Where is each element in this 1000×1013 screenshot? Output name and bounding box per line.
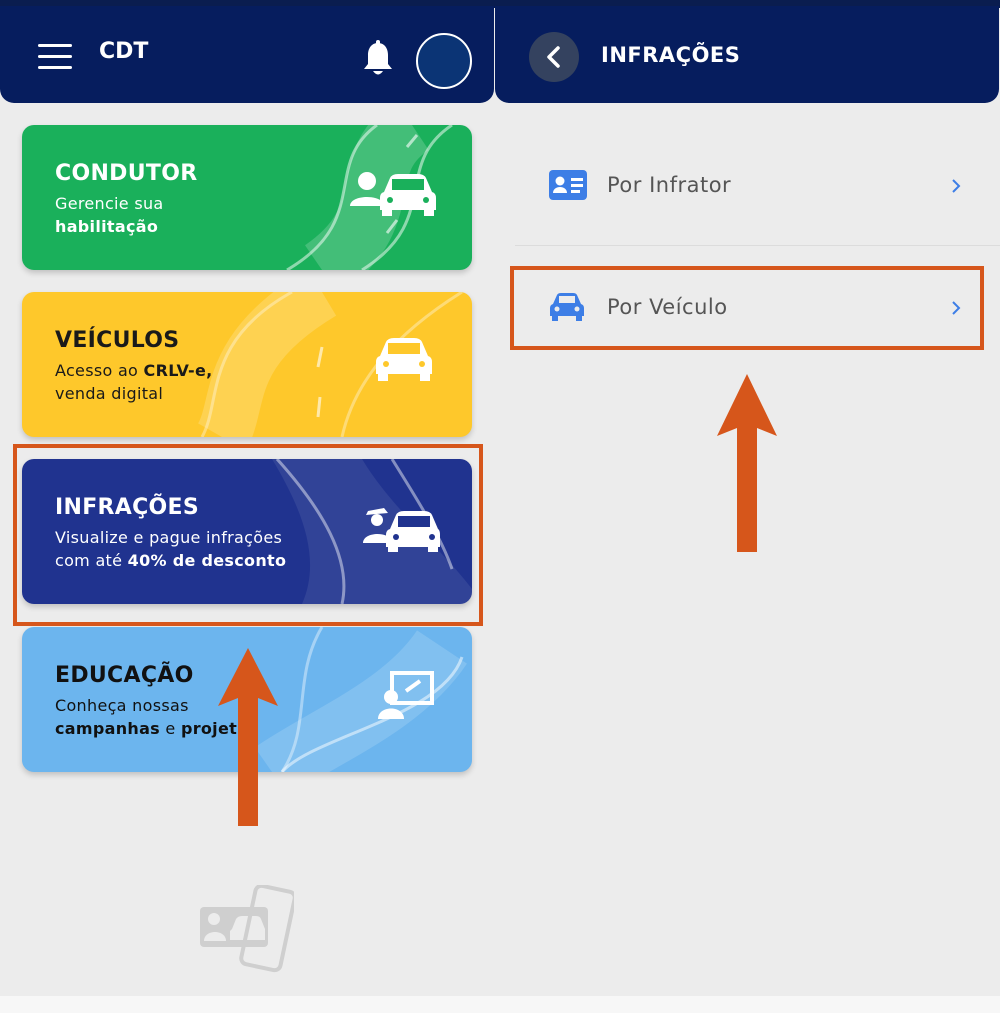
menu-item-por-infrator[interactable]: Por Infrator <box>515 146 1000 226</box>
menu-item-label: Por Infrator <box>607 173 732 197</box>
menu-icon[interactable] <box>38 44 72 70</box>
road-decoration <box>197 292 463 437</box>
card-title: INFRAÇÕES <box>55 495 200 520</box>
highlight-box-por-veiculo <box>510 266 984 350</box>
card-title: CONDUTOR <box>55 161 198 186</box>
avatar[interactable] <box>416 33 472 89</box>
divider <box>515 245 1000 246</box>
id-card-icon <box>549 170 587 200</box>
home-header: CDT <box>0 6 494 103</box>
highlight-box-infracoes <box>13 444 483 626</box>
chevron-right-icon <box>952 179 961 193</box>
app-title: CDT <box>99 39 149 64</box>
arrow-up-icon <box>218 648 278 826</box>
infracoes-header: INFRAÇÕES <box>495 6 999 103</box>
road-decoration <box>254 627 467 772</box>
car-icon <box>376 338 432 381</box>
card-description: Acesso ao CRLV-e,venda digital <box>55 361 213 403</box>
card-veiculos[interactable]: VEÍCULOS Acesso ao CRLV-e,venda digital <box>22 292 472 437</box>
card-title: VEÍCULOS <box>55 328 180 353</box>
card-title: EDUCAÇÃO <box>55 663 194 688</box>
chevron-left-icon <box>547 46 560 68</box>
back-button[interactable] <box>529 32 579 82</box>
bottom-bar <box>0 996 1000 1013</box>
chevron-right-icon <box>952 301 961 315</box>
status-strip <box>0 0 1000 8</box>
arrow-up-icon <box>717 374 777 552</box>
classroom-icon <box>378 671 434 719</box>
infracoes-screen: INFRAÇÕES <box>494 0 1000 1013</box>
bell-icon[interactable] <box>362 40 394 80</box>
menu-item-por-veiculo[interactable]: Por Veículo <box>515 268 1000 348</box>
menu-item-label: Por Veículo <box>607 295 728 319</box>
app-logo <box>200 885 294 973</box>
officer-car-icon <box>363 508 440 552</box>
driver-car-icon <box>350 172 436 216</box>
car-icon <box>550 293 584 321</box>
screen-title: INFRAÇÕES <box>601 43 741 67</box>
